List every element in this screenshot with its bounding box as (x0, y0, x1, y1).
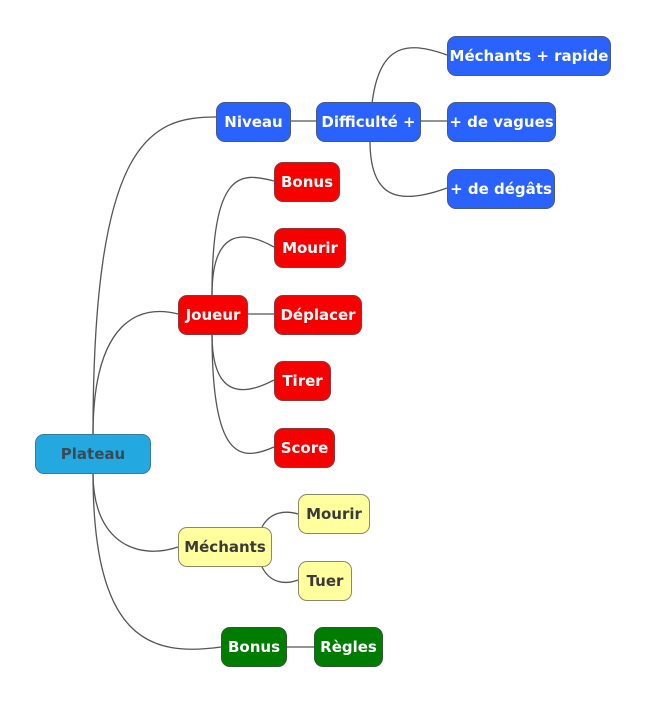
node-bonus[interactable]: Bonus (221, 627, 287, 667)
link-plateau-bonus (92, 472, 222, 650)
node-mechants[interactable]: Méchants (178, 527, 272, 567)
node-niveau[interactable]: Niveau (216, 102, 291, 142)
node-degats[interactable]: + de dégâts (447, 169, 555, 209)
node-score[interactable]: Score (274, 428, 335, 468)
node-joueur-mourir[interactable]: Mourir (274, 228, 346, 268)
node-deplacer[interactable]: Déplacer (274, 295, 362, 335)
link-mechants-mourir (261, 511, 299, 528)
node-vagues[interactable]: + de vagues (447, 102, 556, 142)
link-mechants-tuer (261, 566, 299, 583)
node-mechants-mourir[interactable]: Mourir (298, 494, 370, 534)
node-plateau[interactable]: Plateau (35, 434, 151, 474)
node-tirer[interactable]: Tirer (274, 361, 331, 401)
node-regles[interactable]: Règles (314, 627, 383, 667)
node-joueur-bonus[interactable]: Bonus (274, 162, 340, 202)
node-mechants-rapide[interactable]: Méchants + rapide (447, 36, 611, 76)
node-tuer[interactable]: Tuer (298, 561, 352, 601)
link-plateau-joueur (92, 310, 179, 436)
link-joueur-tirer (211, 333, 275, 391)
link-joueur-score (211, 333, 275, 454)
link-plateau-mechants (92, 472, 179, 552)
link-difficulte-degats (369, 140, 448, 198)
link-plateau-niveau (92, 116, 217, 436)
node-joueur[interactable]: Joueur (178, 295, 248, 335)
link-joueur-bonus (211, 176, 275, 296)
link-joueur-mourir (211, 236, 275, 296)
node-difficulte[interactable]: Difficulté + (316, 102, 421, 142)
